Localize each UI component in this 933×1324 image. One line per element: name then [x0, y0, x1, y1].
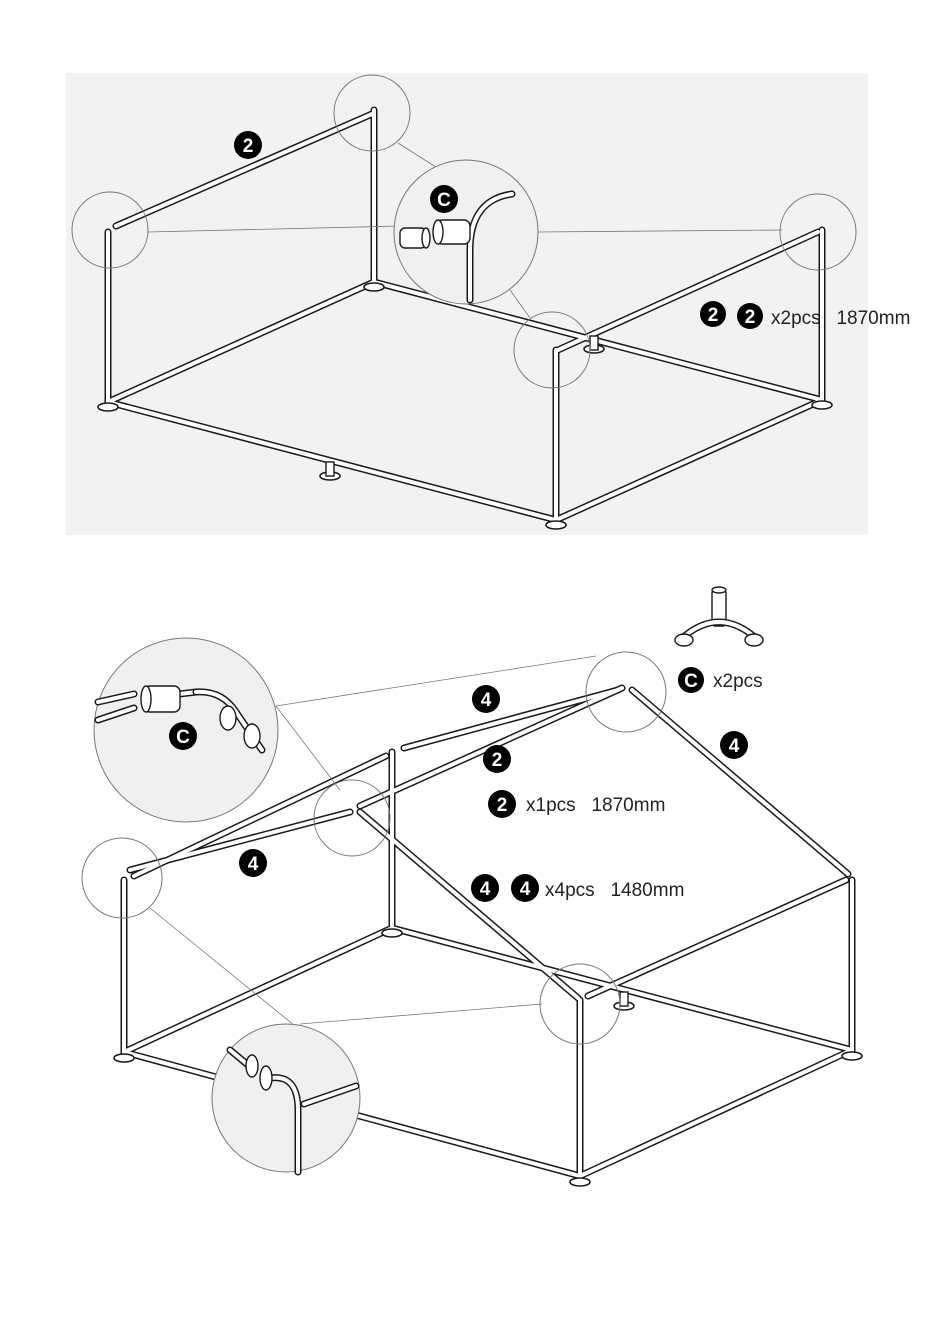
svg-text:2: 2: [492, 750, 503, 771]
badge-left-4: 4: [239, 849, 267, 877]
svg-text:C: C: [684, 671, 698, 692]
svg-text:C: C: [437, 190, 451, 211]
legend-connector: C x2pcs: [678, 667, 763, 693]
connector-detail-step2-bottom: [212, 1024, 360, 1172]
legend-ridge: 2 x1pcs 1870mm: [488, 790, 665, 818]
svg-text:2: 2: [708, 305, 719, 326]
connector-detail-step1: [394, 160, 538, 304]
svg-text:x4pcs 1480mm: x4pcs 1480mm: [545, 880, 684, 901]
step1-panel: 2 C 2 2 x2pcs 1870mm: [66, 73, 910, 535]
svg-text:x1pcs 1870mm: x1pcs 1870mm: [526, 795, 665, 816]
badge-connector-c: C: [430, 185, 458, 213]
tee-connector-illustration: [675, 587, 763, 646]
svg-text:4: 4: [729, 736, 740, 757]
svg-text:4: 4: [248, 854, 259, 875]
badge-right-4: 4: [720, 731, 748, 759]
svg-text:x2pcs: x2pcs: [713, 671, 763, 692]
svg-text:4: 4: [481, 690, 492, 711]
svg-text:4: 4: [520, 879, 531, 900]
badge-ridge-2: 2: [483, 745, 511, 773]
svg-text:2: 2: [497, 795, 508, 816]
svg-text:C: C: [176, 727, 190, 748]
badge-top-left-4: 4: [472, 685, 500, 713]
svg-text:4: 4: [480, 879, 491, 900]
svg-text:2: 2: [745, 307, 756, 328]
legend-rafter: 4 4 x4pcs 1480mm: [471, 874, 684, 902]
step1-legend-text: x2pcs 1870mm: [771, 308, 910, 329]
badge-connector-zoom: C: [169, 722, 197, 750]
badge-pipe-2: 2: [234, 131, 262, 159]
svg-text:2: 2: [243, 136, 254, 157]
step2-panel: C 4 2 4 4 C x2pcs 2 x1pcs 1870mm: [82, 587, 862, 1186]
